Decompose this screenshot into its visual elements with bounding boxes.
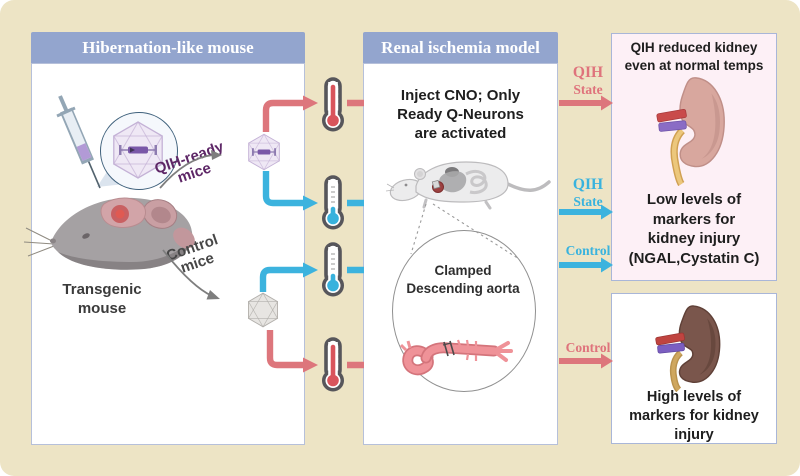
- flow-label-control-cold: Control: [565, 243, 611, 258]
- transgenic-mouse-caption: Transgenic mouse: [62, 281, 142, 318]
- clamped-aorta-illustration: [399, 339, 513, 376]
- injured-outcome-caption: High levels of markers for kidney injury: [629, 389, 759, 443]
- thermometer-cold-qih-icon: [320, 175, 346, 231]
- magnifier-circle: [100, 112, 178, 190]
- flow-label-qih-state-warm: QIH State: [572, 64, 604, 97]
- clamped-aorta-label: Clamped Descending aorta: [406, 263, 520, 296]
- injured-kidney-illustration: [655, 305, 721, 392]
- anesthetized-mouse-illustration: [386, 161, 551, 210]
- healthy-kidney-illustration: [656, 77, 725, 186]
- protected-outcome-caption: Low levels of markers for kidney injury …: [628, 191, 760, 267]
- aav-virus-zoom-icon: [112, 120, 164, 180]
- protected-outcome-title: QIH reduced kidney even at normal temps: [624, 40, 764, 73]
- middle-panel-title: Renal ischemia model: [381, 38, 540, 57]
- flow-label-qih-state-cold: QIH State: [572, 176, 604, 209]
- middle-panel-header: Renal ischemia model: [363, 32, 558, 63]
- control-virus-icon: [247, 292, 279, 328]
- transgenic-mouse-head-illustration: [23, 197, 195, 270]
- left-panel-title: Hibernation-like mouse: [82, 38, 254, 57]
- flow-label-control-warm: Control: [565, 340, 611, 355]
- thermometer-cold-control-icon: [320, 242, 346, 298]
- left-panel-header: Hibernation-like mouse: [31, 32, 305, 63]
- aav-virus-icon: [248, 133, 280, 171]
- thermometer-warm-qih-icon: [320, 77, 346, 133]
- syringe-icon: [56, 95, 101, 189]
- thermometer-warm-control-icon: [320, 337, 346, 393]
- inject-cno-text: Inject CNO; Only Ready Q-Neurons are act…: [397, 87, 524, 143]
